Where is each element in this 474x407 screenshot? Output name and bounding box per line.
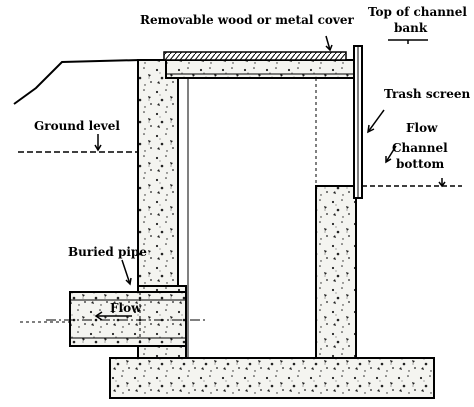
arrow-icon [325,35,333,52]
label-flow-channel: Flow [406,121,438,135]
left-wall [137,59,179,293]
top-slab [165,59,357,79]
base-slab [109,357,435,399]
ground-slope-line [13,59,141,105]
arrow-icon [121,259,132,286]
arrow-icon [438,178,446,188]
label-top-of-channel: Top of channel [368,5,467,19]
buried-pipe [69,291,187,347]
arrow-icon [367,109,385,134]
arrow-icon [385,145,397,164]
arrow-icon [94,311,132,321]
label-channel: Channel [392,141,448,155]
arrow-icon [94,134,102,152]
label-trash-screen: Trash screen [384,87,470,101]
removable-cover [163,51,347,61]
label-bank: bank [394,21,428,35]
label-cover: Removable wood or metal cover [140,13,355,27]
right-wall [315,185,357,362]
label-buried-pipe: Buried pipe [68,245,147,259]
label-flow-pipe: Flow [110,301,142,315]
label-bottom: bottom [396,157,444,171]
label-ground-level: Ground level [34,119,120,133]
